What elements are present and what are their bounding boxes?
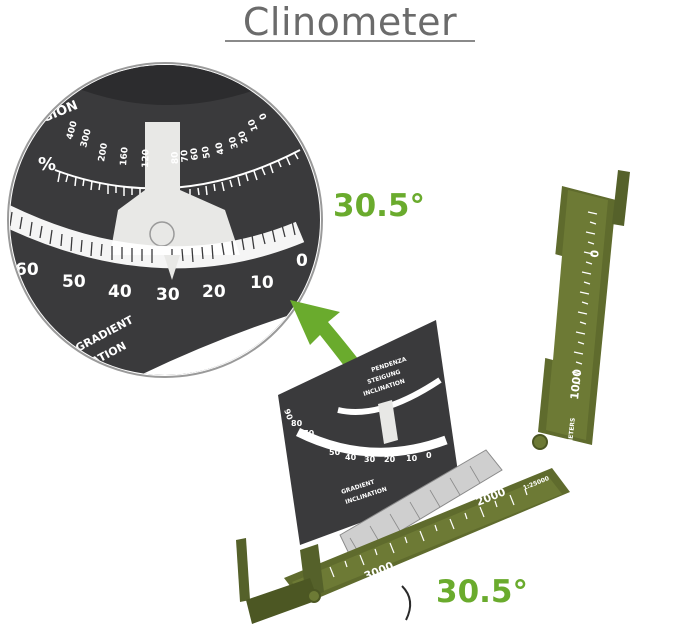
lid-mark-meters: METERS: [567, 417, 577, 445]
device-degree-50: 50: [329, 448, 341, 457]
degree-label-60: 60: [15, 260, 39, 280]
percent-label-40: 40: [214, 141, 227, 155]
device-degree-90: 90: [282, 408, 294, 422]
percent-label-300: 300: [79, 128, 94, 149]
device-degree-30: 30: [364, 455, 376, 464]
percent-label-50: 50: [201, 145, 213, 159]
percent-label-80: 80: [171, 151, 181, 164]
lid-ruler-ticks: [571, 211, 598, 385]
device-degree-labels: 90 80 70 60 50 40 30 20 10 0: [282, 408, 432, 464]
degree-scale-labels: 60 50 40 30 20 10 0: [15, 251, 308, 305]
angle-readout-top: 30.5°: [333, 188, 425, 224]
percent-label-30: 30: [228, 135, 241, 150]
percent-scale-ticks: [57, 151, 299, 198]
degree-label-0: 0: [296, 251, 308, 271]
device-degree-80: 80: [291, 419, 303, 428]
device-dial-plate: [278, 320, 460, 545]
degree-label-10: 10: [250, 273, 274, 293]
degree-label-40: 40: [108, 282, 132, 302]
lid-hinge: [532, 434, 548, 450]
plumb-plate: [110, 122, 240, 255]
percent-label-20: 20: [237, 129, 251, 144]
percent-label-10: 10: [247, 117, 261, 132]
angle-readout-bottom: 30.5°: [436, 574, 528, 610]
device-bezel: [339, 449, 503, 561]
percent-label-160: 160: [119, 147, 131, 167]
percent-label-200: 200: [97, 142, 110, 162]
degree-scale-ticks: [10, 211, 296, 263]
percent-label-0: 0: [258, 111, 270, 121]
device-degree-20: 20: [384, 455, 396, 464]
magnified-dial: INAGION % 400 300 200 160 120 80 70 60 5…: [7, 62, 323, 378]
clinometer-device: 0 1000 METERS PENDENZA STEIGUNG INCLINAT…: [236, 170, 630, 624]
device-degree-40: 40: [345, 453, 357, 462]
base-ruler-ticks: [329, 488, 528, 578]
lid-mark-0: 0: [588, 249, 602, 258]
percent-label-70: 70: [180, 149, 191, 162]
device-rear-sight: [236, 538, 250, 602]
percent-label-60: 60: [190, 147, 201, 161]
lid-mark-1000: 1000: [568, 368, 584, 400]
device-degree-70: 70: [303, 429, 315, 438]
page-title: Clinometer: [242, 0, 458, 44]
percent-label-400: 400: [65, 120, 80, 141]
percent-label-120: 120: [141, 149, 152, 168]
title-underline: [225, 40, 475, 42]
percent-scale-labels: 400 300 200 160 120 80 70 60 50 40 30 20…: [65, 111, 269, 168]
device-degree-60: 60: [314, 437, 326, 446]
percent-symbol: %: [38, 154, 56, 175]
degree-label-30: 30: [156, 285, 180, 305]
degree-label-50: 50: [62, 272, 86, 292]
needle-pointer: [164, 255, 180, 280]
angle-arc: [401, 585, 412, 621]
device-degree-10: 10: [406, 454, 418, 463]
device-degree-0: 0: [426, 451, 432, 460]
degree-label-20: 20: [202, 282, 226, 302]
